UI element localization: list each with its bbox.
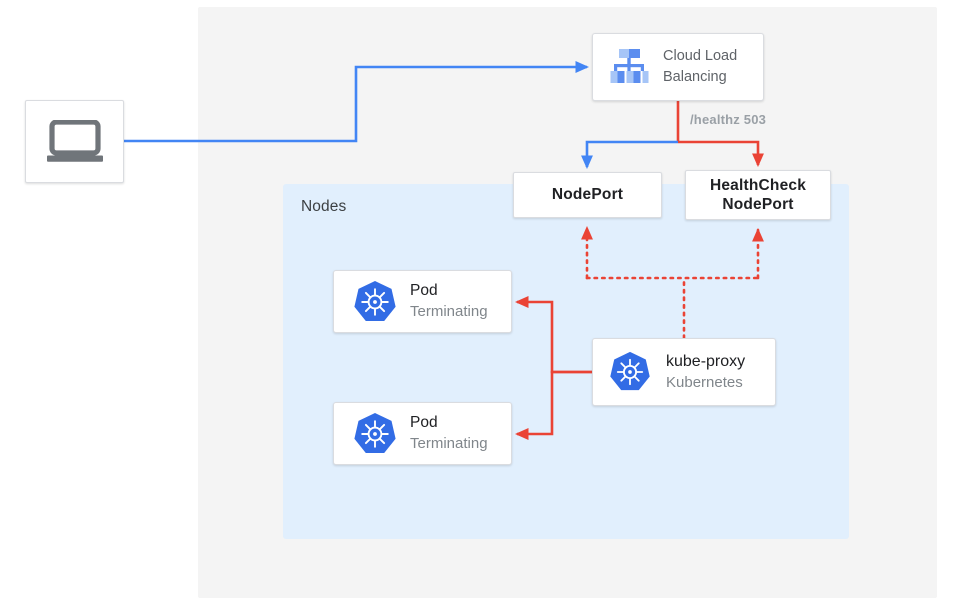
pod-card-2: Pod Terminating [333,402,512,465]
pod-status: Terminating [410,434,488,452]
kube-proxy-card: kube-proxy Kubernetes [592,338,776,406]
pod-card-2-texts: Pod Terminating [410,413,488,453]
healthcheck-nodeport-label-line1: HealthCheck [709,176,807,194]
kubernetes-icon [354,412,396,453]
clb-title-line2: Balancing [663,69,727,85]
laptop-icon [46,119,103,162]
kube-proxy-texts: kube-proxy Kubernetes [666,352,745,392]
pod-name: Pod [410,282,438,300]
kubernetes-icon [610,351,650,391]
nodeport-card: NodePort [513,172,662,218]
healthcheck-nodeport-label-line2: NodePort [722,196,794,213]
cloud-load-balancing-text: Cloud Load Balancing [663,46,737,87]
nodeport-label: NodePort [551,186,624,203]
pod-card-1-texts: Pod Terminating [410,281,488,321]
healthz-edge-label: /healthz 503 [690,112,767,127]
kube-proxy-subtitle: Kubernetes [666,373,743,391]
clb-title-line1: Cloud Load [663,48,738,65]
kube-proxy-name: kube-proxy [666,352,746,370]
healthcheck-nodeport-card: HealthCheck NodePort [685,170,831,220]
client-card [25,100,124,183]
healthcheck-nodeport-label: HealthCheck NodePort [710,176,806,214]
kubernetes-icon [354,280,396,321]
pod-name: Pod [410,414,438,432]
pod-status: Terminating [410,302,488,320]
cloud-load-balancing-icon [610,49,649,83]
cloud-load-balancing-card: Cloud Load Balancing [592,33,764,101]
pod-card-1: Pod Terminating [333,270,512,333]
nodes-region-label: Nodes [301,198,347,215]
